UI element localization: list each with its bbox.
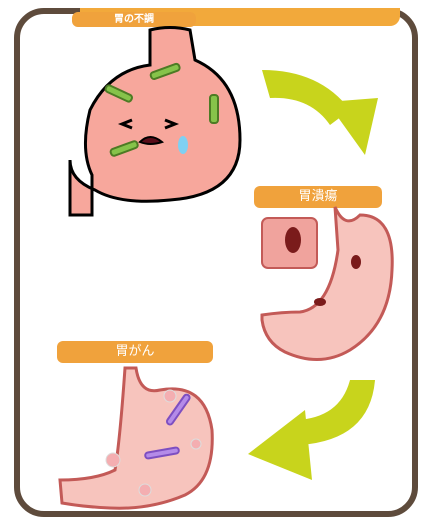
arrow-icon [0, 0, 424, 529]
